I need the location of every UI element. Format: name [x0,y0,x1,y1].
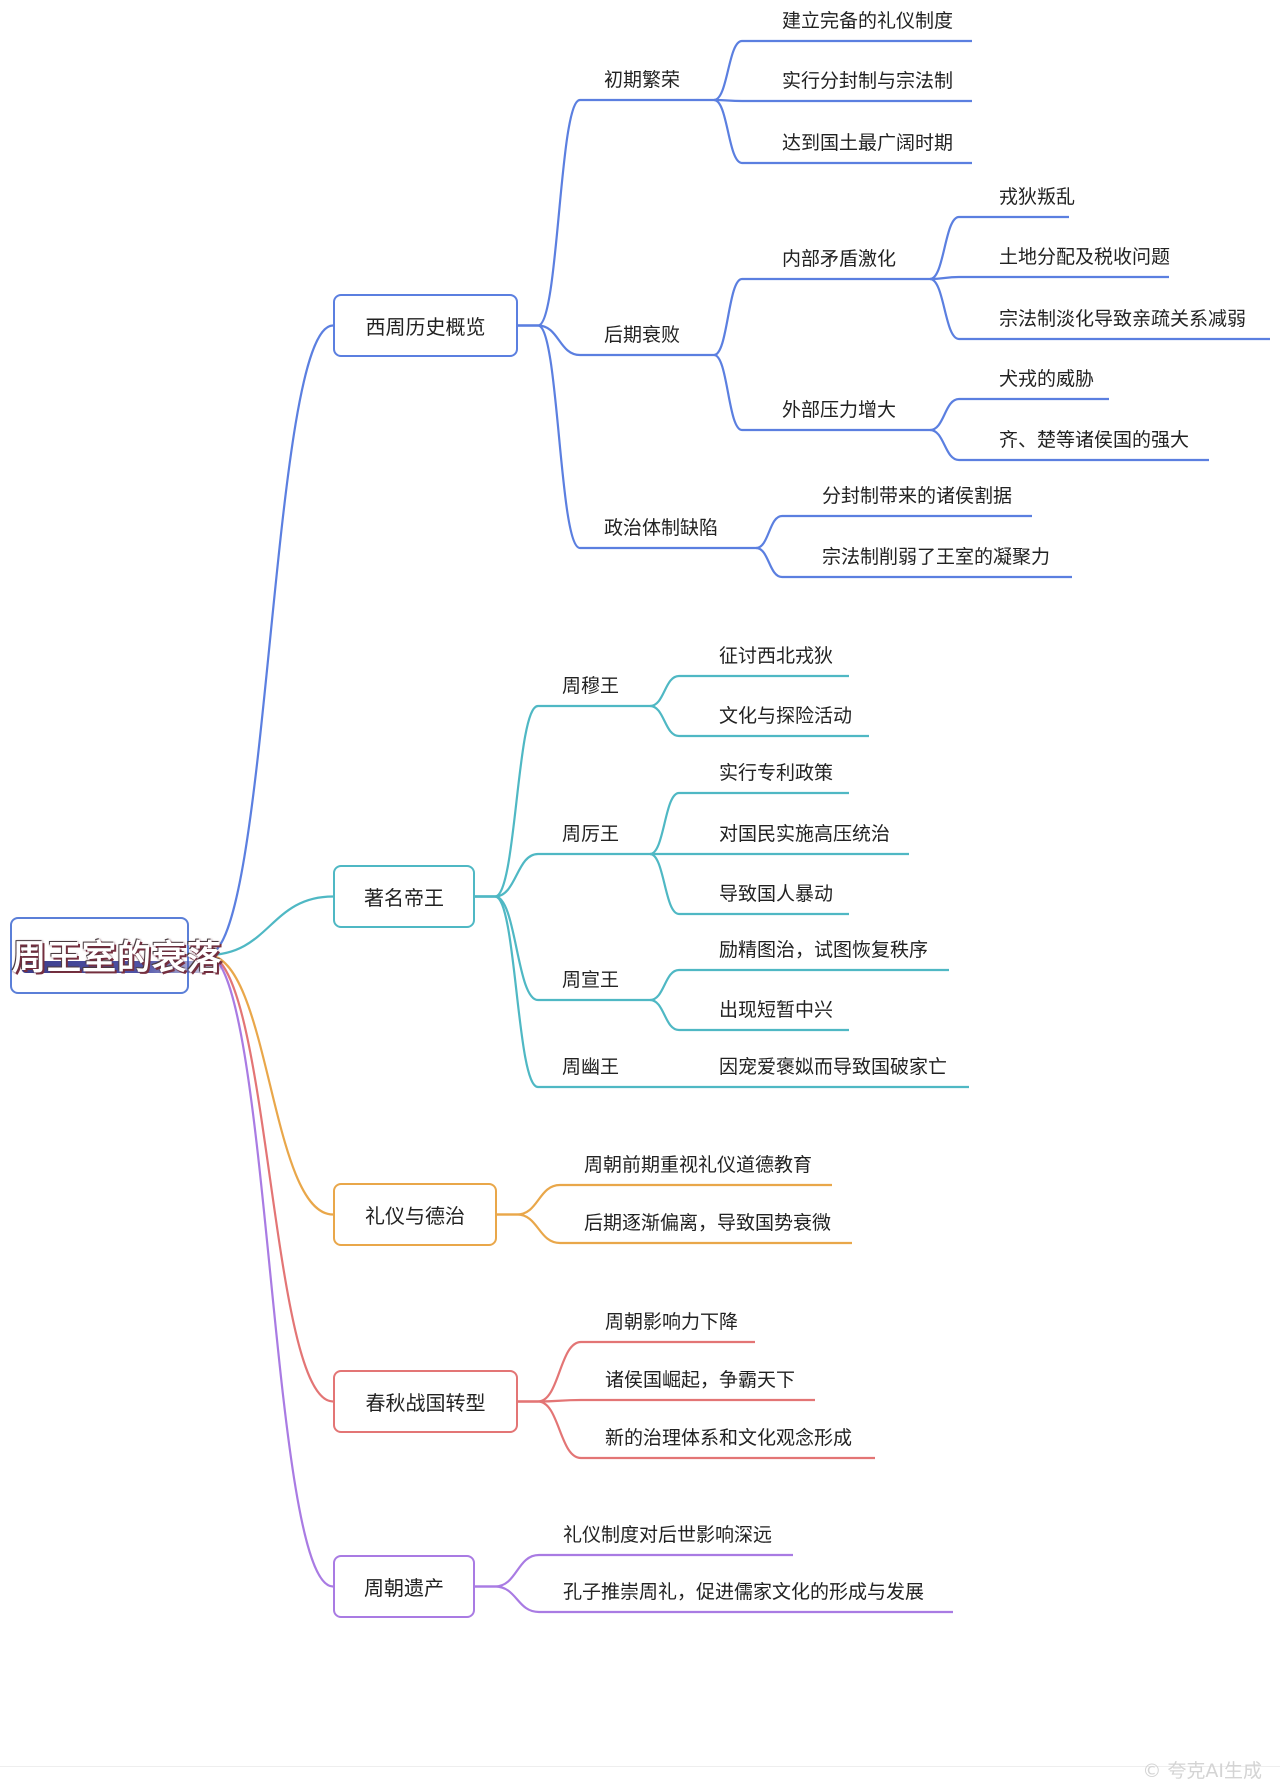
connector-0-0-0 [713,39,743,102]
connector-0-0 [537,98,581,327]
node-3-2[interactable]: 新的治理体系和文化观念形成 [605,1427,853,1449]
node-1-1[interactable]: 周厉王 [562,823,620,845]
connector-1-0-1 [649,704,680,738]
node-1-0[interactable]: 周穆王 [562,675,620,697]
branch-node-4[interactable]: 周朝遗产 [333,1555,475,1618]
connector-1-1 [494,852,539,898]
branch-node-3[interactable]: 春秋战国转型 [333,1370,518,1433]
connector-1-3 [494,895,539,1089]
node-1-3[interactable]: 周幽王 [562,1056,620,1078]
node-2-0[interactable]: 周朝前期重视礼仪道德教育 [584,1154,813,1176]
node-1-1-0[interactable]: 实行专利政策 [719,762,834,784]
connector-0-2 [537,324,581,550]
node-1-3-0[interactable]: 因宠爱褒姒而导致国破家亡 [719,1056,948,1078]
connector-0-2-0 [755,514,783,550]
connector-1-2 [494,895,539,1002]
node-1-0-1[interactable]: 文化与探险活动 [719,705,853,727]
branch-node-0[interactable]: 西周历史概览 [333,294,518,357]
node-1-2[interactable]: 周宣王 [562,969,620,991]
node-0-0-1[interactable]: 实行分封制与宗法制 [782,70,954,92]
node-1-1-1[interactable]: 对国民实施高压统治 [719,823,891,845]
connector-0-1-0 [713,277,743,357]
root-connector-1 [206,895,334,957]
root-node[interactable] [10,917,189,994]
connector-4-1 [494,1585,540,1614]
watermark: © 夸克AI生成 [1142,1760,1262,1782]
node-0-1-1[interactable]: 外部压力增大 [782,399,897,421]
connector-1-1-2 [649,852,680,916]
node-4-1[interactable]: 孔子推崇周礼，促进儒家文化的形成与发展 [563,1581,925,1603]
node-0-2[interactable]: 政治体制缺陷 [604,517,719,539]
connector-4-0 [494,1553,540,1588]
connector-0-1-1 [713,353,743,432]
root-connector-2 [206,953,334,1216]
connector-1-2-1 [649,998,680,1032]
node-0-1[interactable]: 后期衰败 [604,324,681,346]
connector-0-2-1 [755,546,783,579]
root-connector-4 [206,953,334,1588]
connector-0-1-1-1 [929,428,960,462]
node-1-1-2[interactable]: 导致国人暴动 [719,883,834,905]
node-0-1-0-1[interactable]: 土地分配及税收问题 [999,246,1171,268]
root-connector-3 [206,953,334,1403]
node-1-0-0[interactable]: 征讨西北戎狄 [719,645,834,667]
node-1-2-1[interactable]: 出现短暂中兴 [719,999,834,1021]
connector-0-1-0-2 [929,277,960,341]
node-3-1[interactable]: 诸侯国崛起，争霸天下 [605,1369,796,1391]
page-bottom-divider [0,1766,1280,1767]
root-title: 周王室的衰落 [12,938,222,978]
node-0-2-0[interactable]: 分封制带来的诸侯割据 [822,485,1013,507]
node-0-0-0[interactable]: 建立完备的礼仪制度 [782,10,954,32]
node-0-0[interactable]: 初期繁荣 [604,69,681,91]
connector-3-0 [537,1340,582,1403]
node-0-1-0-2[interactable]: 宗法制淡化导致亲疏关系减弱 [999,308,1247,330]
node-1-2-0[interactable]: 励精图治，试图恢复秩序 [719,939,929,961]
node-0-1-0-0[interactable]: 戎狄叛乱 [999,186,1076,208]
connector-0-1-1-0 [929,397,960,432]
connector-1-2-0 [649,968,680,1002]
node-4-0[interactable]: 礼仪制度对后世影响深远 [563,1524,773,1546]
connector-0-0-2 [713,98,743,165]
branch-node-2[interactable]: 礼仪与德治 [333,1183,497,1246]
node-2-1[interactable]: 后期逐渐偏离，导致国势衰微 [584,1212,832,1234]
node-0-1-1-1[interactable]: 齐、楚等诸侯国的强大 [999,429,1190,451]
node-0-1-1-0[interactable]: 犬戎的威胁 [999,368,1095,390]
node-3-0[interactable]: 周朝影响力下降 [605,1311,739,1333]
connector-2-1 [516,1213,561,1245]
connector-1-0 [494,704,539,898]
connector-0-1 [537,324,581,357]
connector-1-1-0 [649,791,680,856]
node-0-1-0[interactable]: 内部矛盾激化 [782,248,897,270]
branch-node-1[interactable]: 著名帝王 [333,865,475,928]
node-0-2-1[interactable]: 宗法制削弱了王室的凝聚力 [822,546,1051,568]
connector-2-0 [516,1183,561,1216]
connector-3-2 [537,1400,582,1460]
root-connector-0 [206,324,334,957]
node-0-0-2[interactable]: 达到国土最广阔时期 [782,132,954,154]
connector-0-1-0-0 [929,215,960,281]
connector-1-0-0 [649,674,680,708]
